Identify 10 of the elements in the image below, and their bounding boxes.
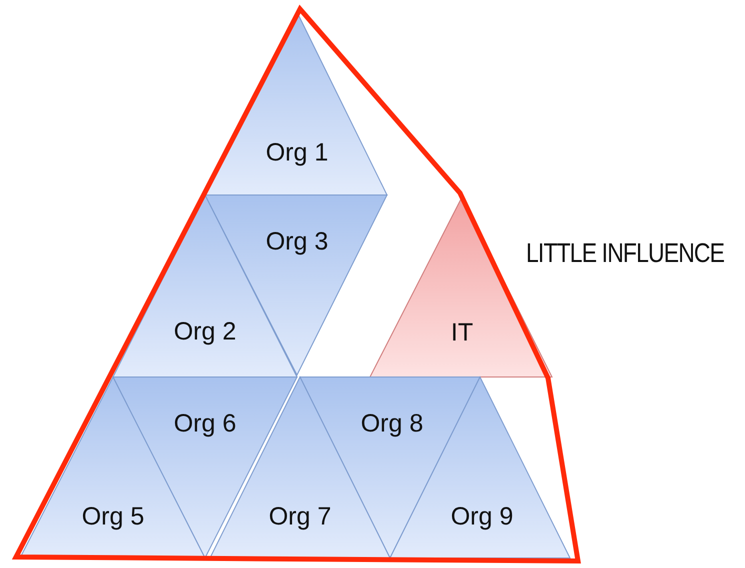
tile-label: Org 6 (174, 410, 236, 438)
tile-label: IT (450, 318, 474, 348)
tile-label: Org 1 (266, 138, 328, 168)
tile-label: Org 2 (174, 318, 236, 346)
note-text: LITTLE INFLUENCE (526, 238, 724, 269)
tile-label: Org 9 (450, 502, 514, 532)
tile-label: Org 3 (266, 228, 328, 256)
tile-label: Org 5 (82, 502, 144, 532)
tile-label: Org 8 (360, 410, 424, 438)
tile-label: Org 7 (268, 502, 332, 532)
